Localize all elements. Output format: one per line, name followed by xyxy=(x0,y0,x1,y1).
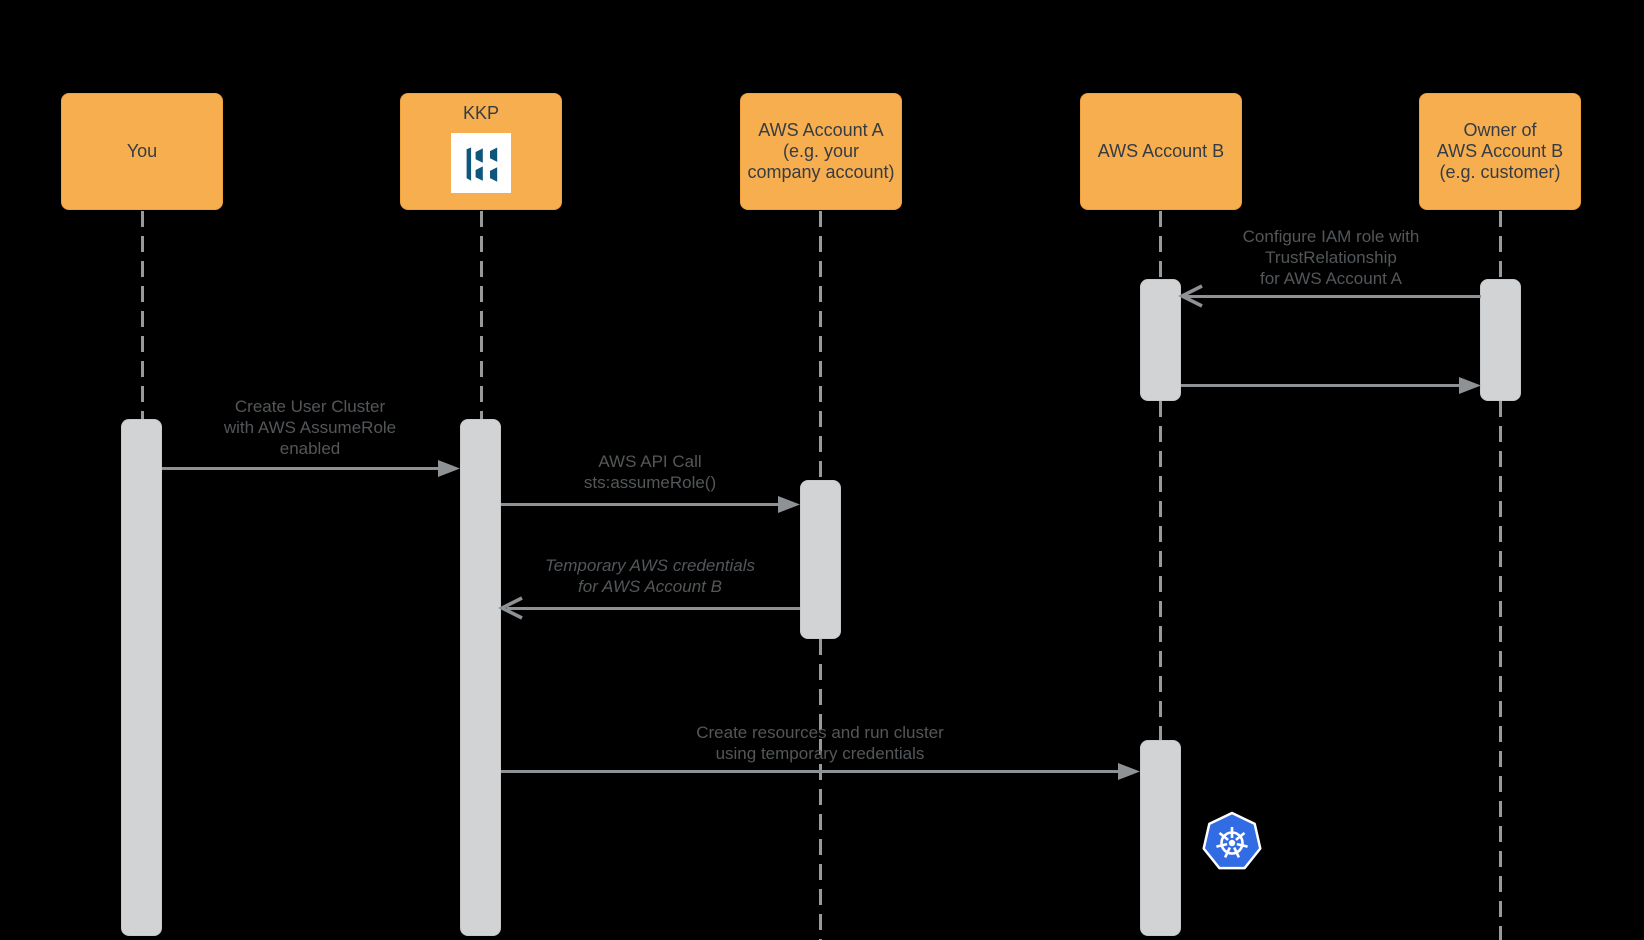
message-line-create-resources xyxy=(501,770,1122,773)
arrowhead-filled-right-icon xyxy=(778,496,800,518)
message-line-aws-api-call xyxy=(501,503,782,506)
actor-aws-account-a: AWS Account A (e.g. your company account… xyxy=(740,93,902,210)
kubermatic-logo-icon xyxy=(454,134,508,193)
message-line-temporary-credentials xyxy=(507,607,800,610)
lifeline-aws-a-lower xyxy=(819,639,822,940)
message-line-return-to-owner xyxy=(1181,384,1461,387)
arrowhead-open-left-icon xyxy=(1178,283,1204,314)
actor-aws-account-b-label: AWS Account B xyxy=(1097,141,1225,161)
lifeline-aws-b xyxy=(1159,211,1162,279)
message-label-temporary-credentials: Temporary AWS credentials for AWS Accoun… xyxy=(544,556,756,596)
activation-bar-you xyxy=(121,419,162,936)
lifeline-owner xyxy=(1499,211,1502,279)
actor-aws-account-b: AWS Account B xyxy=(1080,93,1242,210)
actor-owner-aws-account-b-label: Owner of AWS Account B (e.g. customer) xyxy=(1436,120,1564,182)
kubermatic-logo-box xyxy=(451,133,511,193)
actor-kkp-label: KKP xyxy=(462,103,500,123)
activation-bar-owner xyxy=(1480,279,1521,401)
message-label-configure-iam-role: Configure IAM role with TrustRelationshi… xyxy=(1242,227,1420,288)
lifeline-owner-lower xyxy=(1499,401,1502,940)
lifeline-you xyxy=(140,211,144,419)
message-label-create-user-cluster: Create User Cluster with AWS AssumeRole … xyxy=(223,397,397,458)
message-line-configure-iam-role xyxy=(1186,295,1481,298)
arrowhead-open-left-icon xyxy=(498,595,524,626)
arrowhead-filled-right-icon xyxy=(1459,377,1481,399)
message-label-create-resources: Create resources and run cluster using t… xyxy=(696,723,944,763)
message-line-create-user-cluster xyxy=(162,467,442,470)
arrowhead-filled-right-icon xyxy=(1118,763,1140,785)
actor-aws-account-a-label: AWS Account A (e.g. your company account… xyxy=(747,120,895,182)
actor-you: You xyxy=(61,93,223,210)
lifeline-kkp xyxy=(479,211,483,419)
lifeline-aws-a xyxy=(819,211,822,480)
message-label-aws-api-call: AWS API Call sts:assumeRole() xyxy=(583,452,717,492)
activation-bar-aws-b-1 xyxy=(1140,279,1181,401)
lifeline-aws-b-mid xyxy=(1159,401,1162,740)
actor-kkp: KKP xyxy=(400,93,562,210)
arrowhead-filled-right-icon xyxy=(438,460,460,482)
kubernetes-logo-icon xyxy=(1201,811,1263,878)
actor-you-label: You xyxy=(126,141,158,161)
activation-bar-aws-b-2 xyxy=(1140,740,1181,936)
activation-bar-kkp xyxy=(460,419,501,936)
actor-owner-aws-account-b: Owner of AWS Account B (e.g. customer) xyxy=(1419,93,1581,210)
activation-bar-aws-a xyxy=(800,480,841,639)
